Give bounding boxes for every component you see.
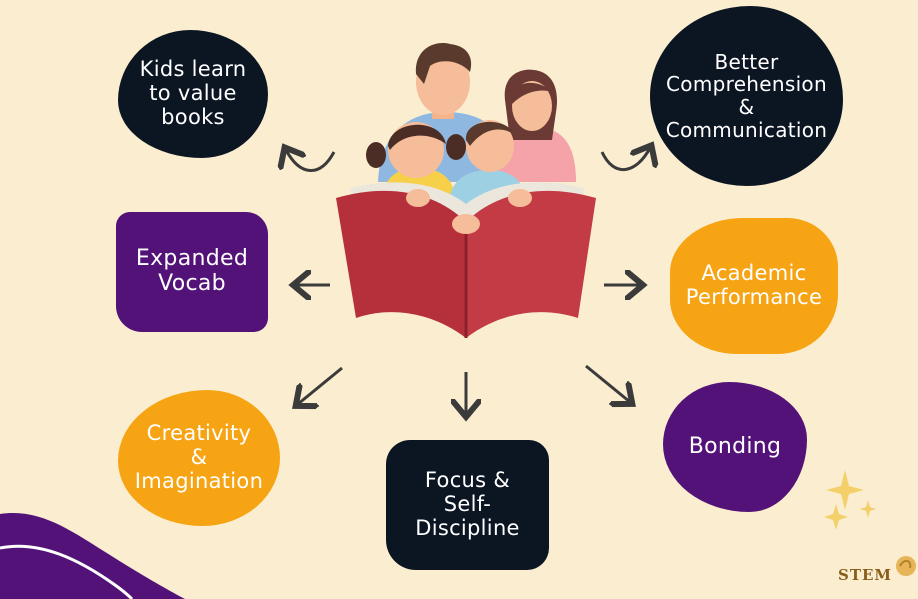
benefit-academic: Academic Performance bbox=[670, 218, 838, 354]
benefit-label: Kids learn to value books bbox=[139, 57, 247, 129]
benefit-label: Creativity & Imagination bbox=[134, 421, 264, 493]
benefit-vocab: Expanded Vocab bbox=[116, 212, 268, 332]
benefit-label: Expanded Vocab bbox=[135, 246, 249, 296]
arrow-to-bonding bbox=[585, 364, 630, 402]
benefit-label: Academic Performance bbox=[685, 261, 823, 309]
open-book bbox=[336, 182, 596, 338]
logo-text: STEM bbox=[838, 566, 892, 584]
benefit-comprehension: Better Comprehension & Communication bbox=[650, 6, 843, 186]
benefit-creativity: Creativity & Imagination bbox=[118, 390, 280, 526]
arrow-to-kids bbox=[286, 150, 336, 172]
mother-figure bbox=[490, 69, 576, 182]
brand-logo bbox=[896, 556, 916, 576]
arrow-to-creativity bbox=[298, 366, 343, 404]
benefit-label: Focus & Self- Discipline bbox=[415, 468, 520, 540]
benefit-kids-value-books: Kids learn to value books bbox=[118, 30, 268, 158]
logo-word: STEM bbox=[838, 566, 893, 584]
benefit-label: Better Comprehension & Communication bbox=[665, 49, 828, 142]
benefit-label: Bonding bbox=[688, 433, 782, 459]
benefit-bonding: Bonding bbox=[663, 382, 807, 512]
benefit-focus: Focus & Self- Discipline bbox=[386, 440, 549, 570]
arrow-to-comprehension bbox=[600, 148, 650, 172]
